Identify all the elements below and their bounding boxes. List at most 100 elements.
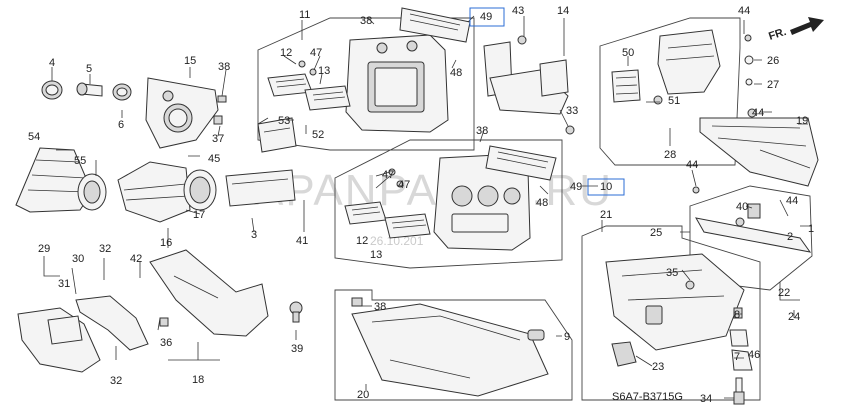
callout[interactable]: 5 xyxy=(86,63,92,75)
callout[interactable]: 29 xyxy=(38,243,50,255)
clip-39[interactable] xyxy=(289,301,303,323)
callout[interactable]: 31 xyxy=(58,278,70,290)
callout[interactable]: 41 xyxy=(296,235,308,247)
callout[interactable]: 20 xyxy=(357,389,369,401)
callout[interactable]: 6 xyxy=(118,119,124,131)
vent-duct-28[interactable] xyxy=(657,29,721,95)
callout[interactable]: 26 xyxy=(767,55,779,67)
center-panel-upper[interactable] xyxy=(345,34,449,133)
shift-boot[interactable] xyxy=(117,161,217,223)
callout[interactable]: 46 xyxy=(748,349,760,361)
callout[interactable]: 7 xyxy=(734,351,740,363)
callout[interactable]: 48 xyxy=(450,67,462,79)
callout[interactable]: 13 xyxy=(318,65,330,77)
ashtray-box[interactable] xyxy=(225,169,296,207)
side-vent-lower-right[interactable] xyxy=(384,213,431,239)
callout[interactable]: 44 xyxy=(786,195,798,207)
latch-23[interactable] xyxy=(611,341,637,367)
meter-visor-trim[interactable] xyxy=(145,77,219,149)
callout[interactable]: 25 xyxy=(650,227,662,239)
vent-assembly-upper[interactable] xyxy=(399,7,471,43)
callout[interactable]: 42 xyxy=(130,253,142,265)
screw-43[interactable] xyxy=(517,35,527,45)
cigar-lighter-parts[interactable] xyxy=(41,80,132,101)
callout[interactable]: 22 xyxy=(778,287,790,299)
clip-37[interactable] xyxy=(213,115,223,125)
callout[interactable]: 1 xyxy=(808,223,814,235)
screw-35[interactable] xyxy=(685,280,695,290)
callout[interactable]: 37 xyxy=(212,133,224,145)
callout[interactable]: 45 xyxy=(208,153,220,165)
callout[interactable]: 49 xyxy=(480,11,492,23)
callout[interactable]: 19 xyxy=(796,115,808,127)
callout[interactable]: 32 xyxy=(99,243,111,255)
callout[interactable]: 48 xyxy=(536,197,548,209)
callout[interactable]: 3 xyxy=(251,229,257,241)
damper-7-8-46[interactable] xyxy=(729,307,753,371)
screw-34[interactable] xyxy=(733,377,745,405)
center-panel-lower[interactable] xyxy=(433,153,531,251)
glovebox-bracket-25[interactable] xyxy=(695,203,812,253)
callout[interactable]: 11 xyxy=(299,9,310,21)
callout[interactable]: 54 xyxy=(28,131,40,143)
callout[interactable]: 44 xyxy=(752,107,764,119)
callout[interactable]: 21 xyxy=(600,209,612,221)
vent-duct-50[interactable] xyxy=(611,69,641,103)
callout[interactable]: 12 xyxy=(280,47,292,59)
screw-44a[interactable] xyxy=(747,108,757,118)
callout[interactable]: 17 xyxy=(193,209,205,221)
bracket-14[interactable] xyxy=(483,41,569,115)
screw-33[interactable] xyxy=(565,125,575,135)
glovebox-21[interactable] xyxy=(581,225,761,401)
callout[interactable]: 4 xyxy=(49,57,55,69)
callout[interactable]: 24 xyxy=(788,311,800,323)
side-vent-lower-left[interactable] xyxy=(344,201,387,225)
small-parts-26-27[interactable] xyxy=(744,34,754,86)
callout[interactable]: 2 xyxy=(787,231,793,243)
callout[interactable]: 12 xyxy=(356,235,368,247)
screw-51[interactable] xyxy=(653,95,663,105)
callout[interactable]: 34 xyxy=(700,393,712,405)
callout[interactable]: 15 xyxy=(184,55,196,67)
callout[interactable]: 32 xyxy=(110,375,122,387)
callout[interactable]: 18 xyxy=(192,374,204,386)
console-bracket-30[interactable] xyxy=(75,295,149,351)
callout[interactable]: 30 xyxy=(72,253,84,265)
callout[interactable]: 39 xyxy=(291,343,303,355)
callout[interactable]: 53 xyxy=(278,115,290,127)
screw-44b[interactable] xyxy=(692,186,700,194)
boot-assembly[interactable] xyxy=(15,147,107,213)
callout[interactable]: 38 xyxy=(218,61,230,73)
callout[interactable]: 38 xyxy=(374,301,386,313)
callout[interactable]: 44 xyxy=(686,159,698,171)
callout[interactable]: 16 xyxy=(160,237,172,249)
callout[interactable]: 36 xyxy=(160,337,172,349)
callout[interactable]: 47 xyxy=(310,47,322,59)
callout[interactable]: 38 xyxy=(476,125,488,137)
callout[interactable]: 51 xyxy=(668,95,680,107)
vent-assembly-lower[interactable] xyxy=(485,145,557,181)
callout[interactable]: 9 xyxy=(564,331,570,343)
callout[interactable]: 52 xyxy=(312,129,324,141)
callout[interactable]: 28 xyxy=(664,149,676,161)
callout[interactable]: 33 xyxy=(566,105,578,117)
side-vent-upper-right[interactable] xyxy=(304,85,351,111)
callout[interactable]: 35 xyxy=(666,267,678,279)
callout[interactable]: 49 xyxy=(570,181,582,193)
callout[interactable]: 55 xyxy=(74,155,86,167)
callout[interactable]: 40 xyxy=(736,201,748,213)
callout[interactable]: 47 xyxy=(382,169,394,181)
callout[interactable]: 44 xyxy=(738,5,750,17)
console-tray-20[interactable] xyxy=(334,289,573,401)
callout[interactable]: 50 xyxy=(622,47,634,59)
callout[interactable]: 8 xyxy=(734,309,740,321)
trim-19[interactable] xyxy=(699,117,819,187)
callout[interactable]: 47 xyxy=(398,179,410,191)
callout[interactable]: 13 xyxy=(370,249,382,261)
console-side-panel-right[interactable] xyxy=(149,249,269,337)
callout[interactable]: 10 xyxy=(600,181,612,193)
console-side-panel-left[interactable] xyxy=(17,307,101,373)
callout[interactable]: 23 xyxy=(652,361,664,373)
clip-38[interactable] xyxy=(217,95,227,103)
pocket-assembly[interactable] xyxy=(257,117,297,153)
